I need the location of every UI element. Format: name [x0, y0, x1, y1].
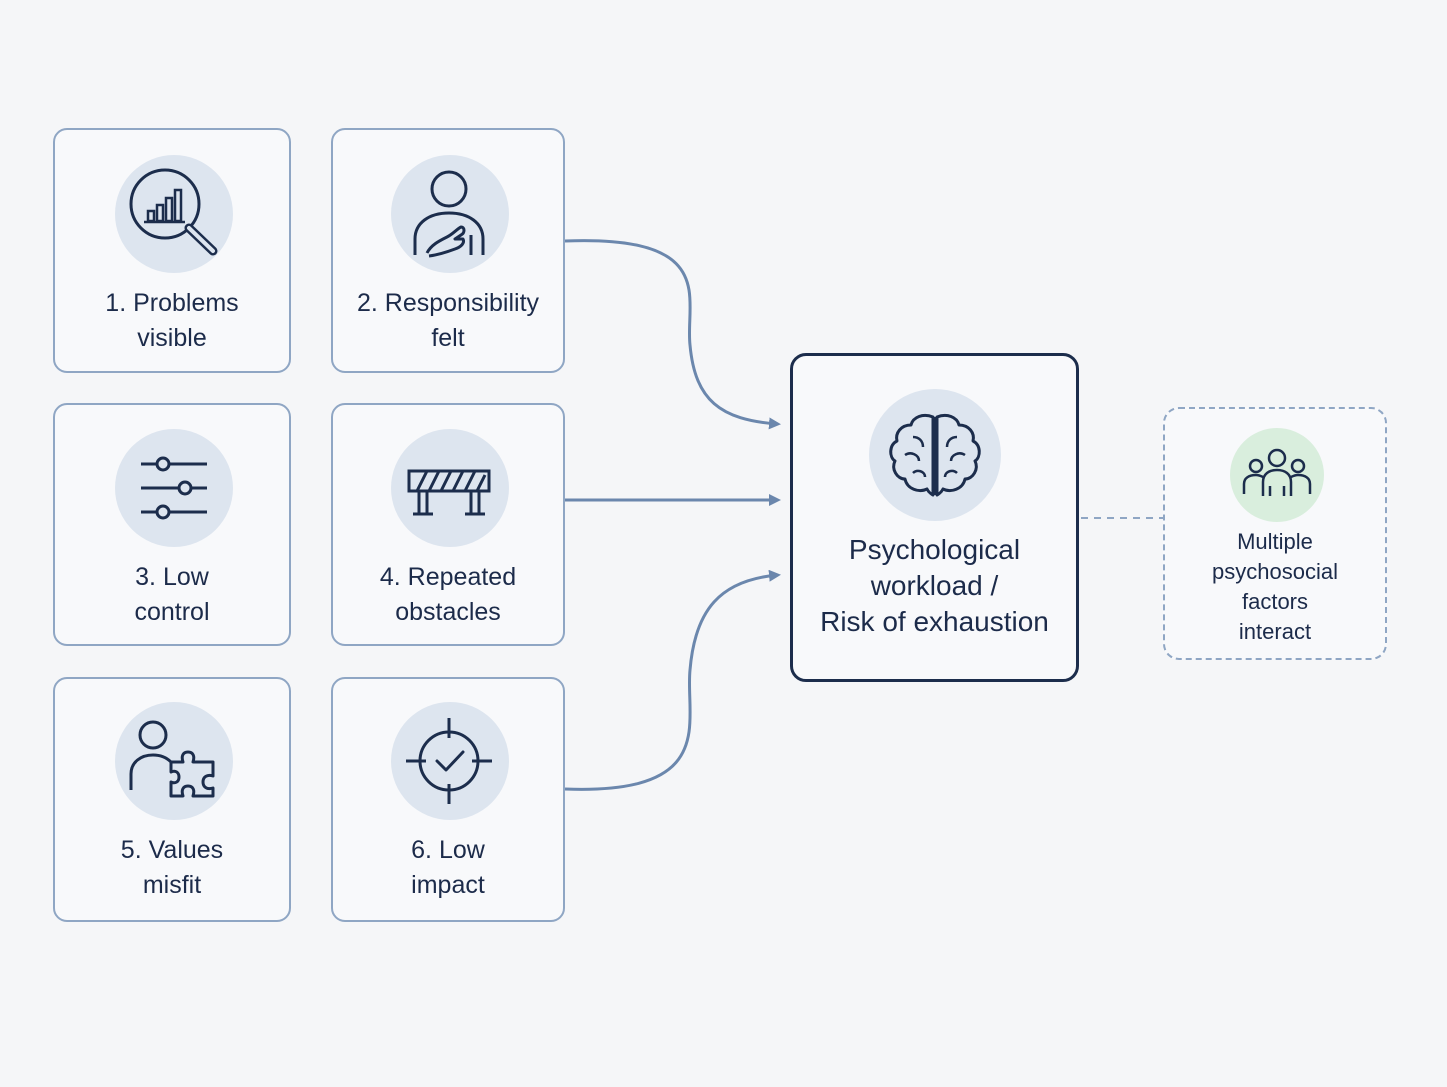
outcome-card: Psychological workload / Risk of exhaust… — [790, 353, 1079, 682]
factor-card-5: 5. Values misfit — [53, 677, 291, 922]
person-hand-on-heart-icon — [391, 155, 509, 273]
factor-card-4: 4. Repeated obstacles — [331, 403, 565, 646]
brain-icon — [869, 389, 1001, 521]
magnifier-chart-icon — [115, 155, 233, 273]
note-card: Multiple psychosocial factors interact — [1163, 407, 1387, 660]
factor-card-3: 3. Low control — [53, 403, 291, 646]
factor-card-1: 1. Problems visible — [53, 128, 291, 373]
person-puzzle-icon — [115, 702, 233, 820]
factor-label-1: 1. Problems visible — [105, 289, 239, 352]
factor-label-2: 2. Responsibility felt — [356, 289, 540, 352]
arrow-from-bottom — [564, 569, 781, 791]
factor-card-6: 6. Low impact — [331, 677, 565, 922]
factor-label-6: 6. Low impact — [411, 836, 485, 899]
barrier-icon — [391, 429, 509, 547]
target-check-icon — [391, 702, 509, 820]
note-label: Multiple psychosocial factors interact — [1212, 529, 1338, 644]
factor-card-2: 2. Responsibility felt — [331, 128, 565, 373]
factor-label-5: 5. Values misfit — [120, 836, 224, 899]
factor-label-3: 3. Low control — [134, 563, 210, 626]
outcome-label: Psychological workload / Risk of exhaust… — [820, 534, 1049, 637]
factor-label-4: 4. Repeated obstacles — [379, 563, 517, 626]
arrow-from-top — [564, 239, 781, 430]
group-people-icon — [1230, 428, 1324, 522]
sliders-icon — [115, 429, 233, 547]
